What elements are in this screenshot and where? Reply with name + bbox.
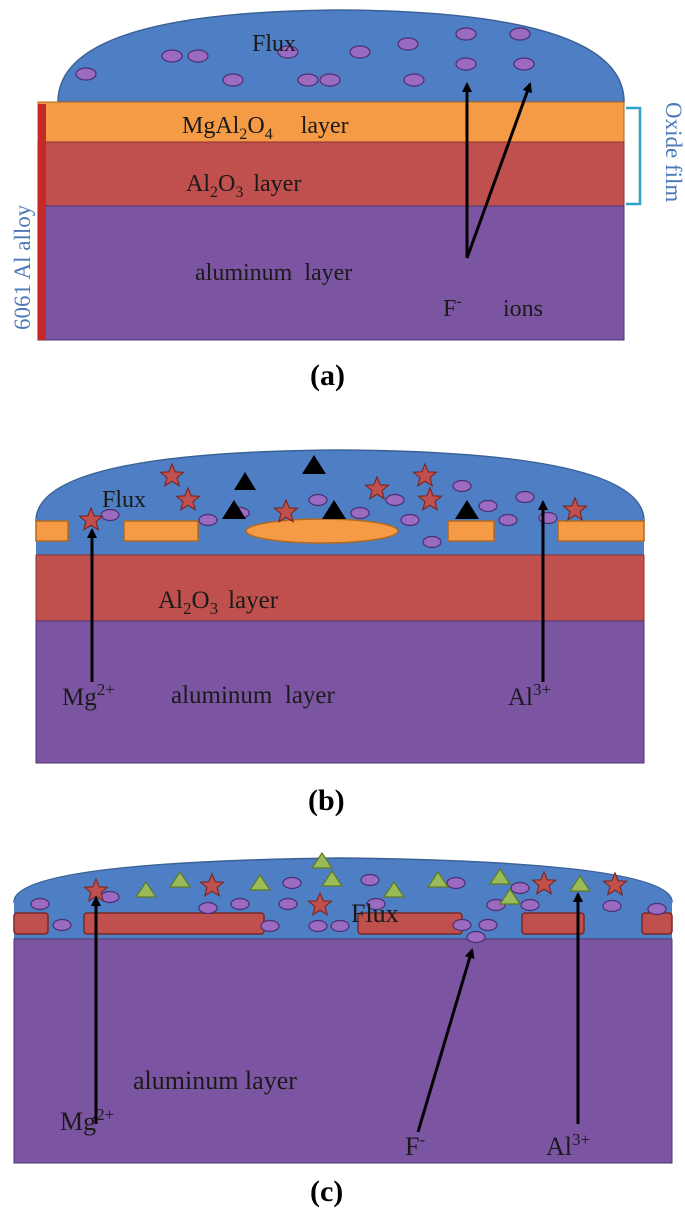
panel-c-mg-ions [83, 870, 628, 917]
panel-c: Flux aluminum layer Mg2+ F- Al3+ (c) [13, 851, 673, 1208]
panel-c-flux-label: Flux [351, 899, 399, 928]
panel-a-aluminum-layer [37, 205, 625, 341]
panel-c-f-label: F- [405, 1130, 425, 1161]
panel-c-al2o3-fragments [13, 912, 673, 935]
panel-b-mgal2o4-fragments [35, 518, 645, 544]
panel-c-al-label: Al3+ [546, 1130, 590, 1161]
panel-a-aluminum-label: aluminum layer [195, 260, 352, 286]
panel-c-ion-arrows [91, 892, 583, 1133]
panel-b-aluminum-label: aluminum layer [171, 682, 336, 709]
panel-a-alloy-side-label: 6061 Al alloy [10, 204, 35, 330]
panel-a-ions-label: ions [503, 296, 543, 322]
panel-a-al2o3-layer [37, 141, 625, 207]
panel-c-aluminum-label: aluminum layer [133, 1066, 297, 1095]
panel-a-f-ion-label: F- [443, 293, 462, 322]
panel-a-mgal2o4-layer [37, 101, 625, 143]
panel-b-al-label: Al3+ [508, 680, 551, 711]
panel-c-aluminum-layer [13, 938, 673, 1164]
panel-a-f-ion-arrows [462, 82, 532, 259]
panel-b-mg-label: Mg2+ [62, 680, 115, 711]
panel-a-oxide-bracket [626, 106, 642, 206]
panel-a-oxide-side-label: Oxide film [661, 102, 685, 202]
panel-a-flux-dome [57, 9, 625, 103]
panel-a-flux-label: Flux [252, 31, 296, 57]
panel-c-al-compounds [134, 851, 592, 905]
panel-b-al2o3-layer [35, 554, 645, 622]
panel-c-particles [30, 873, 667, 944]
panel-b-mg-ions [78, 462, 588, 532]
panel-b-al-compounds [222, 455, 479, 519]
panel-c-caption: (c) [310, 1175, 343, 1208]
panel-c-flux-dome [13, 857, 673, 903]
panel-b-caption: (b) [308, 784, 345, 817]
panel-b-ion-arrows [87, 500, 548, 682]
panel-b-flux-label: Flux [102, 487, 146, 513]
panel-a-alloy-bar [38, 104, 46, 340]
panel-a-particles [75, 27, 535, 87]
panel-a-caption: (a) [310, 359, 345, 392]
panel-c-mg-label: Mg2+ [60, 1105, 114, 1136]
panel-b-aluminum-layer [35, 620, 645, 764]
